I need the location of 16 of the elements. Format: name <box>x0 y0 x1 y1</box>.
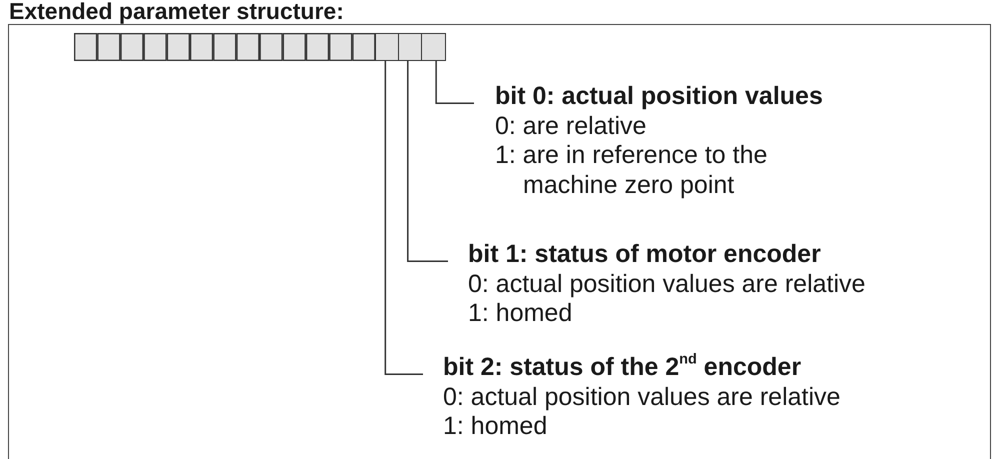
bit-value-description: 1: are in reference to the machine zero point <box>495 141 768 200</box>
register-bit-cell <box>398 33 422 61</box>
register-bit-cell <box>374 33 400 61</box>
register-bit-cell <box>421 33 446 61</box>
leader-line <box>384 61 423 375</box>
bit-value-description: 0: actual position values are relative <box>443 382 840 412</box>
diagram-title: Extended parameter structure: <box>9 0 344 23</box>
bit-value-description: 1: homed <box>443 412 548 442</box>
leader-line <box>435 61 474 104</box>
bit-heading: bit 1: status of motor encoder <box>468 240 822 270</box>
leader-line <box>407 61 448 262</box>
bit-value-description: 1: homed <box>468 299 574 328</box>
bit-value-description: 0: actual position values are relative <box>468 270 866 299</box>
bit-heading: bit 0: actual position values <box>495 82 824 112</box>
bit-heading: bit 2: status of the 2$^{nd}$ encoder <box>443 353 802 382</box>
bit-value-description: 0: are relative <box>495 112 648 141</box>
